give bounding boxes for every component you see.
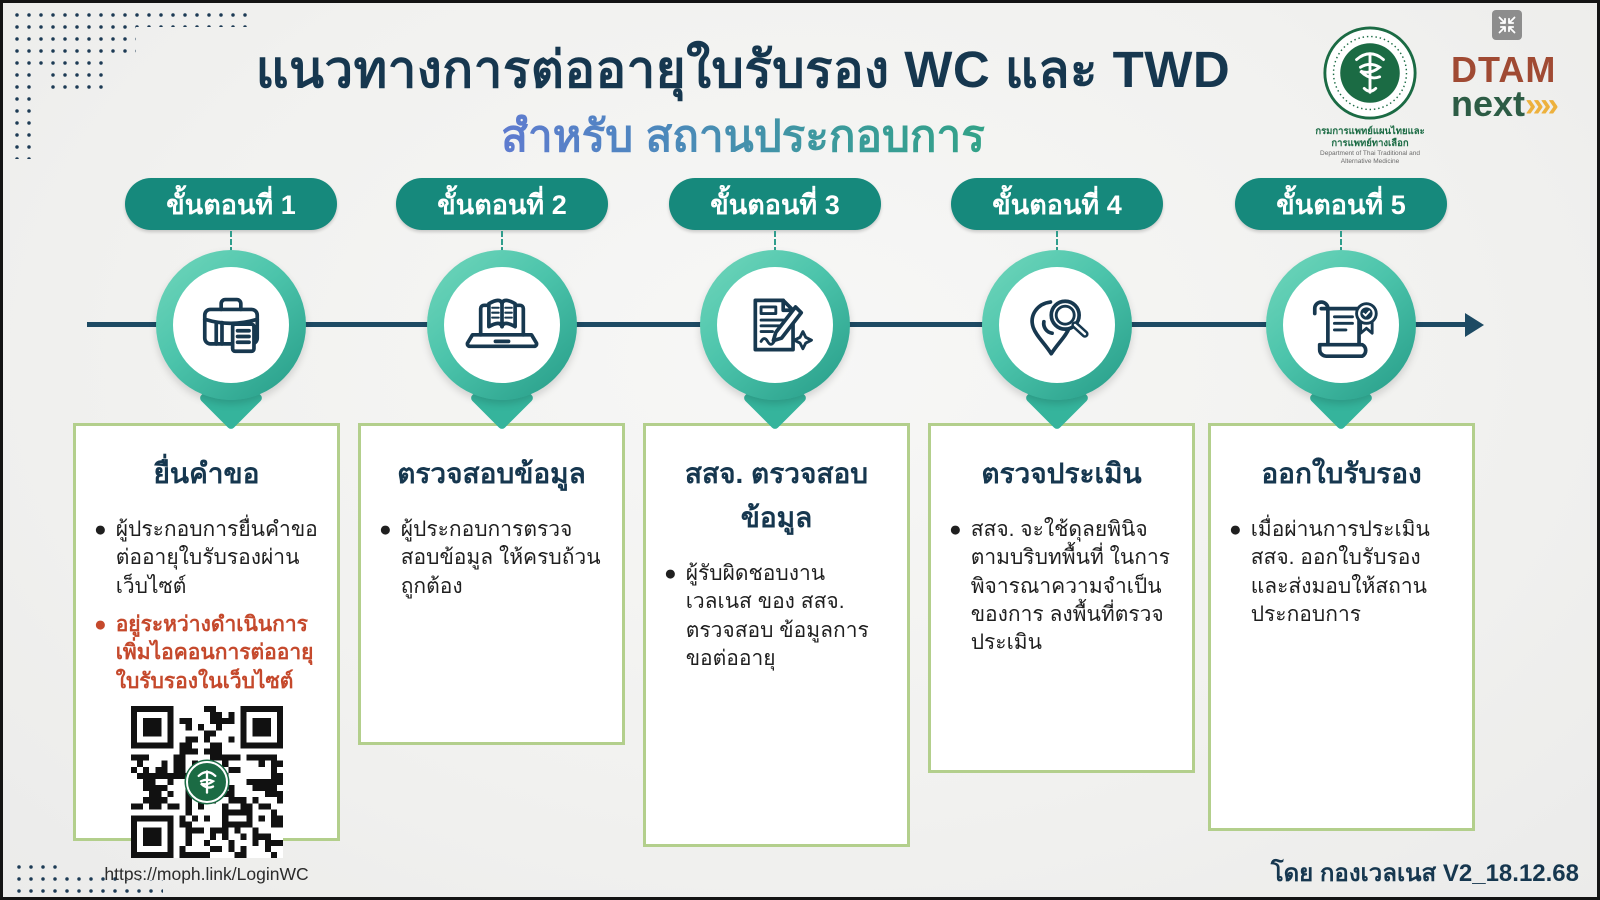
bullet-text: เมื่อผ่านการประเมิน สสจ. ออกใบรับรอง และ…	[1250, 518, 1430, 627]
page-subtitle: สำหรับ สถานประกอบการ	[93, 101, 1393, 171]
step-circle-inner	[717, 267, 833, 383]
card-bullet: ● ผู้ประกอบการยื่นคำขอต่ออายุใบรับรองผ่าน…	[94, 516, 319, 601]
step-circle-inner	[999, 267, 1115, 383]
dtam-logo-line1: DTAM	[1451, 49, 1557, 90]
dtam-logo-line2: next	[1451, 83, 1526, 125]
badge-connector	[774, 231, 776, 253]
card-title: ตรวจสอบข้อมูล	[397, 458, 586, 489]
step-circle-1	[156, 250, 306, 400]
bullet-dot: ●	[94, 613, 107, 637]
collapse-button[interactable]	[1492, 10, 1522, 40]
step-circle-inner	[444, 267, 560, 383]
moph-logo: กรมการแพทย์แผนไทยและการแพทย์ทางเลือก Dep…	[1309, 25, 1431, 167]
bullet-dot: ●	[94, 518, 107, 541]
step-card-1: ยื่นคำขอ ● ผู้ประกอบการยื่นคำขอต่ออายุใบร…	[73, 423, 340, 884]
card-title: สสจ. ตรวจสอบข้อมูล	[684, 458, 869, 533]
bullet-text: ผู้รับผิดชอบงานเวลเนส ของ สสจ. ตรวจสอบ ข…	[685, 562, 869, 671]
step-badge-2: ขั้นตอนที่ 2	[396, 178, 608, 230]
card-bullet: ● สสจ. จะใช้ดุลยพินิจตามบริบทพื้นที่ ในกา…	[949, 516, 1174, 658]
step-circle-2	[427, 250, 577, 400]
location-magnifier-icon	[1030, 299, 1089, 356]
step-card-2: ตรวจสอบข้อมูล ● ผู้ประกอบการตรวจสอบข้อมูล…	[358, 423, 625, 745]
badge-connector	[501, 231, 503, 253]
bullet-dot: ●	[379, 518, 392, 541]
step-circle-3	[700, 250, 850, 400]
laptop-book-icon	[465, 298, 539, 349]
badge-connector	[230, 231, 232, 253]
qr-center-logo	[184, 760, 229, 805]
bullet-dot: ●	[664, 562, 677, 585]
card-bullet-warning: ● อยู่ระหว่างดำเนินการเพิ่มไอคอนการต่ออาย…	[94, 611, 319, 696]
step-badge-5: ขั้นตอนที่ 5	[1235, 178, 1447, 230]
bullet-text: ผู้ประกอบการยื่นคำขอต่ออายุใบรับรองผ่านเ…	[115, 518, 318, 598]
qr-link-text: https://moph.link/LoginWC	[104, 864, 309, 885]
collapse-arrows-icon	[1498, 16, 1516, 34]
step-circle-inner	[1283, 267, 1399, 383]
step-circle-inner	[173, 267, 289, 383]
moph-seal-mini-icon	[185, 761, 228, 804]
bullet-text: อยู่ระหว่างดำเนินการเพิ่มไอคอนการต่ออายุ…	[115, 613, 314, 693]
qr-code	[130, 706, 283, 859]
page-title: แนวทางการต่ออายุใบรับรอง WC และ TWD	[255, 41, 1231, 98]
step-badge-4: ขั้นตอนที่ 4	[951, 178, 1163, 230]
badge-connector	[1340, 231, 1342, 253]
briefcase-document-icon	[202, 297, 260, 354]
moph-caption-en: Department of Thai Traditional and Alter…	[1320, 149, 1420, 166]
badge-connector	[1056, 231, 1058, 253]
qr-section: https://moph.link/LoginWC	[92, 706, 321, 885]
card-bullet: ● เมื่อผ่านการประเมิน สสจ. ออกใบรับรอง แล…	[1229, 516, 1454, 629]
document-pen-icon	[753, 298, 813, 352]
card-bullet: ● ผู้รับผิดชอบงานเวลเนส ของ สสจ. ตรวจสอบ …	[664, 560, 889, 673]
timeline-arrowhead-icon	[1465, 313, 1484, 337]
moph-seal-icon	[1323, 26, 1417, 120]
step-card-5: ออกใบรับรอง ● เมื่อผ่านการประเมิน สสจ. ออ…	[1208, 423, 1475, 831]
step-badge-1: ขั้นตอนที่ 1	[125, 178, 337, 230]
moph-caption-th: กรมการแพทย์แผนไทยและการแพทย์ทางเลือก	[1315, 126, 1425, 149]
card-title: ออกใบรับรอง	[1261, 458, 1422, 489]
dtam-chevrons-icon: »»	[1525, 86, 1559, 125]
bullet-text: สสจ. จะใช้ดุลยพินิจตามบริบทพื้นที่ ในการ…	[970, 518, 1171, 655]
step-circle-4	[982, 250, 1132, 400]
bullet-dot: ●	[1229, 518, 1242, 541]
card-bullet: ● ผู้ประกอบการตรวจสอบข้อมูล ให้ครบถ้วน ถู…	[379, 516, 604, 601]
step-card-4: ตรวจประเมิน ● สสจ. จะใช้ดุลยพินิจตามบริบท…	[928, 423, 1195, 773]
card-title: ยื่นคำขอ	[153, 458, 260, 489]
step-card-3: สสจ. ตรวจสอบข้อมูล ● ผู้รับผิดชอบงานเวลเน…	[643, 423, 910, 847]
step-circle-5	[1266, 250, 1416, 400]
bullet-text: ผู้ประกอบการตรวจสอบข้อมูล ให้ครบถ้วน ถูก…	[400, 518, 601, 598]
bullet-dot: ●	[949, 518, 962, 541]
card-title: ตรวจประเมิน	[981, 458, 1142, 489]
dtam-next-logo: DTAM next»»	[1451, 49, 1581, 125]
step-badge-3: ขั้นตอนที่ 3	[669, 178, 881, 230]
credit-text: โดย กองเวลเนส V2_18.12.68	[1270, 860, 1579, 887]
certificate-scroll-icon	[1312, 300, 1378, 359]
